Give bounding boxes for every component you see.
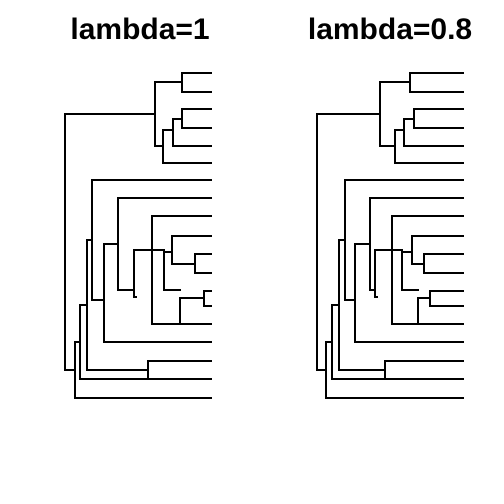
panel-title-right: lambda=0.8 xyxy=(307,13,473,46)
tree-left xyxy=(64,72,212,399)
tree-right xyxy=(316,72,464,399)
panel-title-left: lambda=1 xyxy=(70,13,210,46)
